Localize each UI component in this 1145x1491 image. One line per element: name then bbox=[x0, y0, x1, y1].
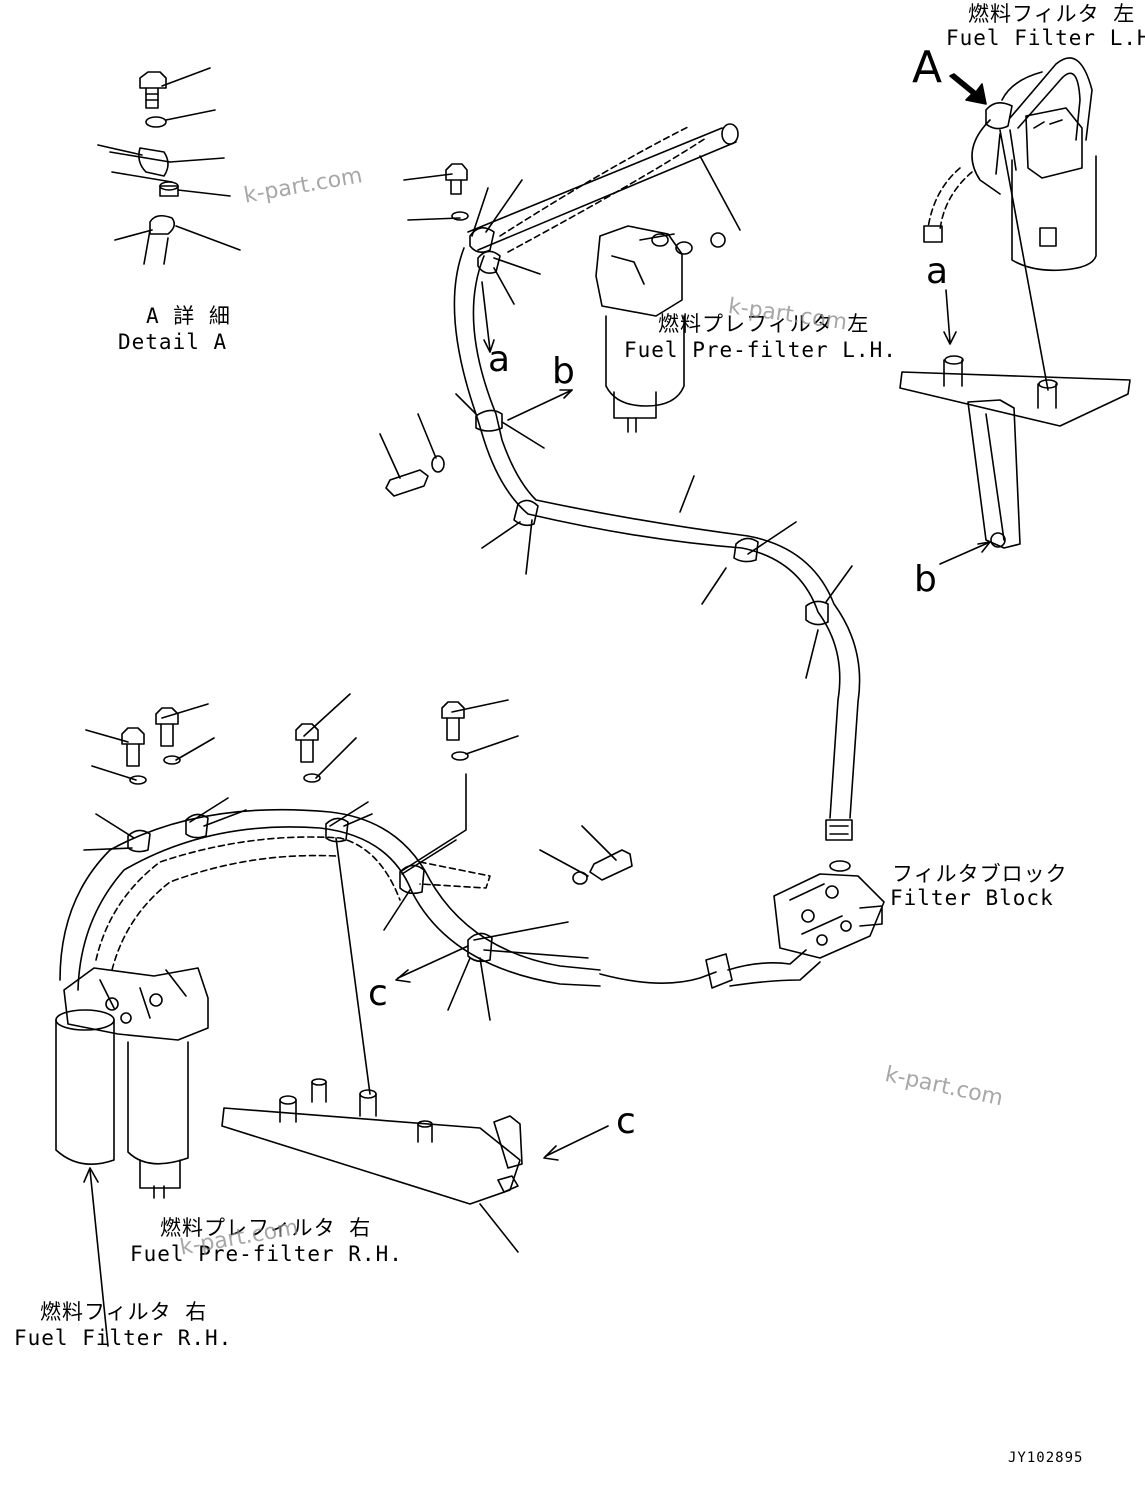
filter-block-label-jp: フィルタブロック bbox=[892, 862, 1068, 886]
lower-pipes-and-filters bbox=[55, 693, 885, 1347]
fuel-prefilter-lh-drawing bbox=[595, 225, 726, 433]
ref-letter-c-left: c bbox=[368, 973, 388, 1014]
ref-letter-a-mid: a bbox=[488, 339, 511, 380]
upper-fuel-pipe bbox=[379, 123, 861, 872]
detail-a-drawing bbox=[97, 67, 241, 265]
ref-letter-A: A bbox=[912, 42, 943, 93]
ref-letter-b-right: b bbox=[914, 559, 937, 600]
detail-a-label-en: Detail A bbox=[118, 330, 228, 354]
fuel-prefilter-lh-label-jp: 燃料プレフィルタ 左 bbox=[658, 312, 870, 336]
ref-letter-a-top: a bbox=[926, 251, 949, 292]
fuel-filter-lh-label-en: Fuel Filter L.H. bbox=[946, 26, 1145, 50]
ref-letter-c-right: c bbox=[616, 1101, 636, 1142]
ref-letter-b-top: b bbox=[552, 351, 575, 392]
fuel-prefilter-rh-label-en: Fuel Pre-filter R.H. bbox=[130, 1242, 403, 1266]
filter-block-label-en: Filter Block bbox=[890, 886, 1054, 910]
fuel-filter-lh-label-jp: 燃料フィルタ 左 bbox=[968, 2, 1136, 26]
fuel-filter-lh-drawing bbox=[899, 57, 1131, 565]
detail-a-label-jp: A 詳 細 bbox=[146, 304, 231, 328]
drawing-code: JY102895 bbox=[1008, 1450, 1084, 1466]
fuel-filter-rh-label-en: Fuel Filter R.H. bbox=[14, 1326, 233, 1350]
fuel-prefilter-rh-label-jp: 燃料プレフィルタ 右 bbox=[160, 1216, 372, 1240]
fuel-filter-rh-label-jp: 燃料フィルタ 右 bbox=[40, 1300, 208, 1324]
fuel-prefilter-lh-label-en: Fuel Pre-filter L.H. bbox=[624, 338, 897, 362]
